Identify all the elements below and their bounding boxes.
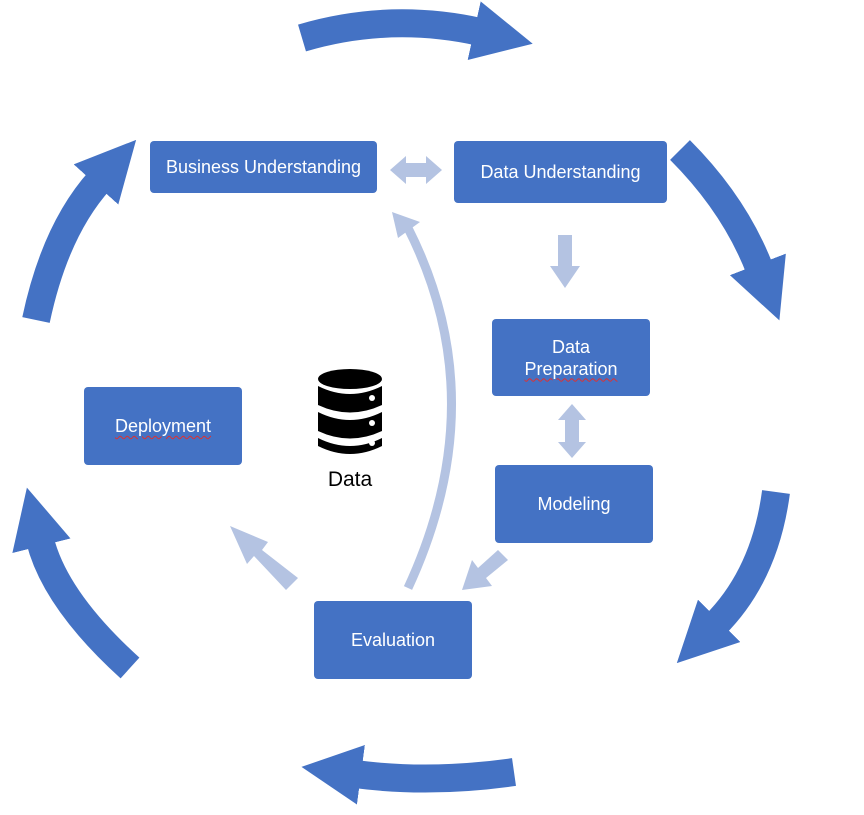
outer-arrow-top	[298, 1, 533, 60]
arrow-business-data-understanding	[390, 156, 442, 184]
arrow-evaluation-to-deployment	[230, 526, 298, 590]
outer-arrow-bottom-right	[676, 490, 790, 664]
database-icon	[318, 369, 382, 454]
data-understanding-box: Data Understanding	[454, 141, 667, 203]
modeling-label: Modeling	[537, 494, 611, 514]
arrow-to-data-preparation	[550, 235, 580, 288]
business-understanding-label: Business Understanding	[165, 157, 362, 177]
arrow-preparation-modeling	[558, 404, 586, 458]
evaluation-box: Evaluation	[314, 601, 472, 679]
outer-arrow-top-right	[670, 140, 786, 321]
evaluation-label: Evaluation	[350, 630, 436, 650]
data-preparation-label-line1: Data	[551, 336, 591, 357]
deployment-label: Deployment	[114, 416, 212, 436]
data-understanding-label: Data Understanding	[480, 162, 641, 182]
data-label: Data	[327, 468, 373, 491]
modeling-box: Modeling	[495, 465, 653, 543]
arrow-evaluation-to-business-head	[392, 212, 420, 238]
business-understanding-box: Business Understanding	[150, 141, 377, 193]
deployment-box: Deployment	[84, 387, 242, 465]
arrow-modeling-to-evaluation	[462, 550, 508, 590]
outer-arrow-bottom	[301, 745, 516, 805]
outer-arrow-top-left	[22, 139, 137, 323]
inner-arrows	[230, 156, 586, 590]
arrow-evaluation-to-business	[403, 225, 456, 590]
data-preparation-box: Data Preparation	[492, 319, 650, 396]
outer-cycle-arrows	[12, 1, 790, 805]
data-preparation-label-line2: Preparation	[524, 358, 618, 379]
outer-arrow-bottom-left	[12, 487, 140, 679]
